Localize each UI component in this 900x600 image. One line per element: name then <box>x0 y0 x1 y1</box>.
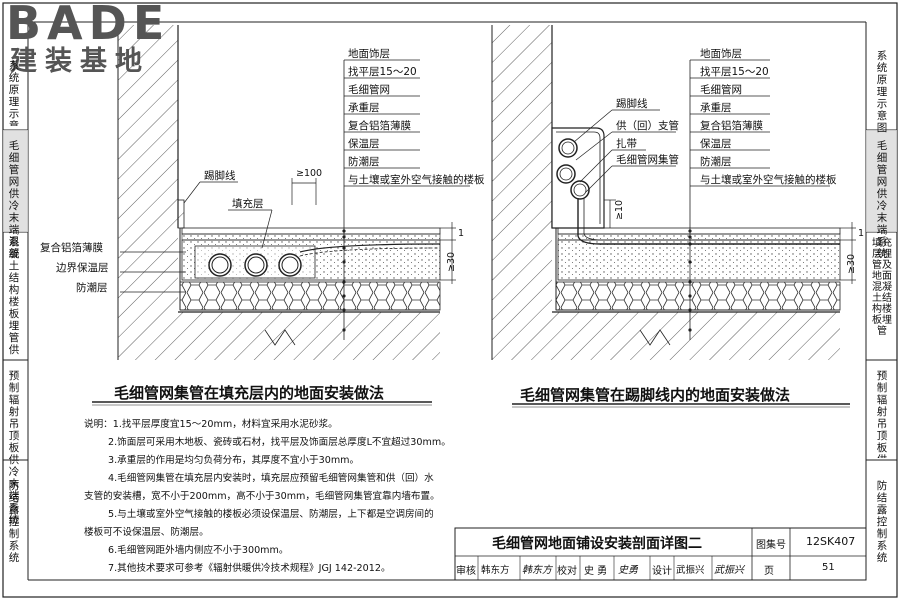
left-layer-7: 与土壤或室外空气接触的楼板 <box>348 174 485 186</box>
design-name: 武振兴 <box>676 565 705 576</box>
left-callout-foil: 复合铝箔薄膜 <box>40 242 103 254</box>
left-dim-100: ≥100 <box>296 168 323 179</box>
review-signature: 韩东方 <box>522 565 552 576</box>
note-line-9: 7.其他技术要求可参考《辐射供暖供冷技术规程》JGJ 142-2012。 <box>108 563 391 574</box>
right-callout-branch-pipe: 供（回）支管 <box>616 120 679 132</box>
left-tab-ceiling-panel[interactable]: 预制辐射吊顶板供冷末端系统 <box>8 370 20 526</box>
right-tab-floor-embedded[interactable]: 填充层埋管及地面混凝土结构楼板埋管 <box>872 238 892 337</box>
right-dim-30: ≥30 <box>846 253 857 274</box>
check-signature: 史勇 <box>618 565 638 576</box>
logo-subtitle: 建装基地 <box>10 46 150 77</box>
note-line-1: 说明：1.找平层厚度宜15～20mm，材料宜采用水泥砂浆。 <box>84 419 338 430</box>
right-layer-2: 毛细管网 <box>700 84 742 96</box>
bade-logo: BADE 建装基地 <box>6 0 170 78</box>
right-layer-7: 与土壤或室外空气接触的楼板 <box>700 174 837 186</box>
check-name: 史 勇 <box>584 566 608 577</box>
page-label: 页 <box>764 566 774 577</box>
note-line-5: 支管的安装槽，宽不小于200mm，高不小于30mm，毛细管网集管宜靠内墙布置。 <box>84 491 440 502</box>
left-layer-3: 承重层 <box>348 102 380 114</box>
left-callout-edge-insulation: 边界保温层 <box>56 262 109 274</box>
left-fill-label: 填充层 <box>232 198 264 210</box>
left-dim-30: ≥30 <box>446 251 457 272</box>
left-tab-dew-control[interactable]: 防结露控制系统 <box>8 480 20 564</box>
left-layer-0: 地面饰层 <box>348 48 390 60</box>
right-diagram-title: 毛细管网集管在踢脚线内的地面安装做法 <box>520 386 791 404</box>
logo-brand: BADE <box>6 0 171 50</box>
right-callout-cable-tie: 扎带 <box>616 138 637 150</box>
note-line-6: 5.与土壤或室外空气接触的楼板必须设保温层、防潮层，上下都是空调房间的 <box>108 509 434 520</box>
right-layer-6: 防潮层 <box>700 156 732 168</box>
left-tab-concrete-slab[interactable]: 混凝土结构楼板埋管供冷末端系统 <box>8 236 20 356</box>
right-callout-skirting: 踢脚线 <box>616 98 648 110</box>
left-callout-moisture: 防潮层 <box>76 282 108 294</box>
right-tab-system-diagram[interactable]: 系统原理示意图 <box>876 50 888 134</box>
review-label: 审核 <box>456 566 476 577</box>
note-line-4: 4.毛细管网集管在填充层内安装时，填充层应预留毛细管网集管和供（回）水 <box>108 473 434 484</box>
right-layer-1: 找平层15～20 <box>700 66 769 78</box>
drawing-title: 毛细管网地面铺设安装剖面详图二 <box>492 536 702 552</box>
left-dim-1: 1 <box>458 228 465 239</box>
right-tab-ceiling-panel[interactable]: 预制辐射吊顶板供冷末端系统 <box>876 370 888 458</box>
left-layer-4: 复合铝箔薄膜 <box>348 120 411 132</box>
check-label: 校对 <box>557 566 577 577</box>
left-tab-capillary[interactable]: 毛细管网供冷末端系统 <box>8 140 20 260</box>
right-layer-4: 复合铝箔薄膜 <box>700 120 763 132</box>
right-layer-3: 承重层 <box>700 102 732 114</box>
design-label: 设计 <box>652 566 672 577</box>
left-layer-2: 毛细管网 <box>348 84 390 96</box>
atlas-label: 图集号 <box>756 540 786 551</box>
review-name: 韩东方 <box>481 565 510 576</box>
left-section-drawing <box>117 25 470 360</box>
right-dim-10: ≥10 <box>614 199 625 220</box>
right-layer-0: 地面饰层 <box>700 48 742 60</box>
note-line-8: 6.毛细管网距外墙内侧应不小于300mm。 <box>108 545 289 556</box>
left-diagram-title: 毛细管网集管在填充层内的地面安装做法 <box>114 384 385 402</box>
right-layer-5: 保温层 <box>700 138 732 150</box>
right-tab-capillary[interactable]: 毛细管网供冷末端系统 <box>876 140 888 260</box>
left-layer-1: 找平层15～20 <box>348 66 417 78</box>
left-tab-system-diagram[interactable]: 系统原理示意图 <box>8 60 20 126</box>
atlas-number: 12SK407 <box>806 535 856 548</box>
right-callout-header-pipe: 毛细管网集管 <box>616 154 679 166</box>
left-layer-6: 防潮层 <box>348 156 380 168</box>
note-line-2: 2.饰面层可采用木地板、瓷砖或石材，找平层及饰面层总厚度L不宜超过30mm。 <box>108 437 451 448</box>
right-section-drawing <box>491 25 856 360</box>
note-line-3: 3.承重层的作用是均匀负荷分布，其厚度不宜小于30mm。 <box>108 455 360 466</box>
design-signature: 武振兴 <box>714 565 744 576</box>
right-dim-1: 1 <box>858 228 865 239</box>
note-line-7: 楼板可不设保温层、防潮层。 <box>84 527 209 538</box>
left-skirting-label: 踢脚线 <box>204 170 236 182</box>
left-layer-5: 保温层 <box>348 138 380 150</box>
page-number: 51 <box>822 562 835 573</box>
right-tab-dew-control[interactable]: 防结露控制系统 <box>876 480 888 564</box>
